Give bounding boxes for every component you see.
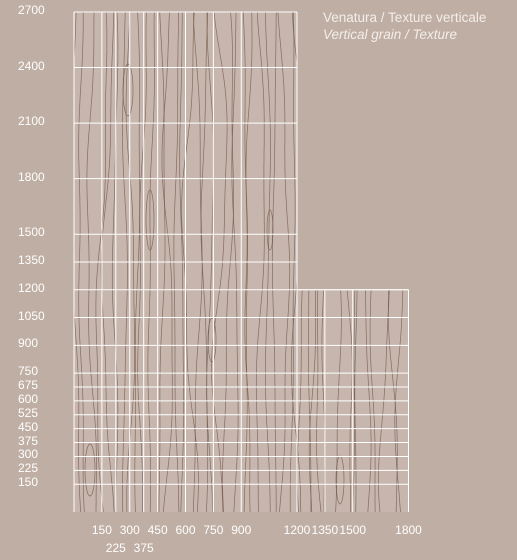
y-tick-label: 375 (18, 433, 39, 448)
x-tick-label: 1800 (395, 523, 422, 537)
x-tick-label: 375 (133, 541, 154, 555)
x-tick-label: 1500 (339, 523, 367, 537)
legend: Venatura / Texture verticale Vertical gr… (323, 9, 486, 43)
grain-knot (145, 189, 155, 251)
x-tick-label: 750 (203, 523, 224, 537)
x-tick-label: 150 (91, 523, 112, 537)
x-tick-label: 225 (105, 541, 126, 555)
y-tick-label: 2700 (18, 3, 45, 17)
y-tick-label: 450 (18, 419, 39, 434)
x-tick-label: 1350 (311, 523, 339, 537)
grain-line (74, 12, 82, 512)
y-tick-label: 1500 (18, 225, 45, 240)
legend-subtitle: Vertical grain / Texture (323, 27, 458, 42)
y-tick-label: 750 (18, 364, 39, 379)
x-tick-label: 1200 (283, 523, 311, 537)
grain-knot (122, 63, 134, 117)
x-tick-label: 450 (147, 523, 168, 537)
y-tick-label: 600 (18, 391, 39, 406)
y-tick-label: 2100 (18, 114, 45, 129)
y-tick-label: 900 (18, 336, 39, 351)
size-grid (73, 11, 409, 512)
x-tick-label: 300 (119, 523, 140, 537)
y-tick-label: 300 (18, 447, 39, 462)
y-tick-label: 675 (18, 378, 39, 392)
x-tick-label: 600 (175, 523, 196, 537)
y-tick-label: 225 (18, 461, 39, 476)
legend-title: Venatura / Texture verticale (323, 10, 487, 25)
grain-knot (266, 209, 274, 251)
y-tick-label: 2400 (18, 58, 45, 73)
y-tick-label: 150 (18, 475, 39, 490)
x-tick-label: 900 (231, 523, 252, 537)
y-tick-label: 525 (18, 405, 39, 420)
y-tick-label: 1200 (18, 280, 45, 295)
y-tick-label: 1050 (18, 308, 45, 323)
y-tick-label: 1350 (18, 253, 45, 267)
y-tick-label: 1800 (18, 169, 45, 184)
